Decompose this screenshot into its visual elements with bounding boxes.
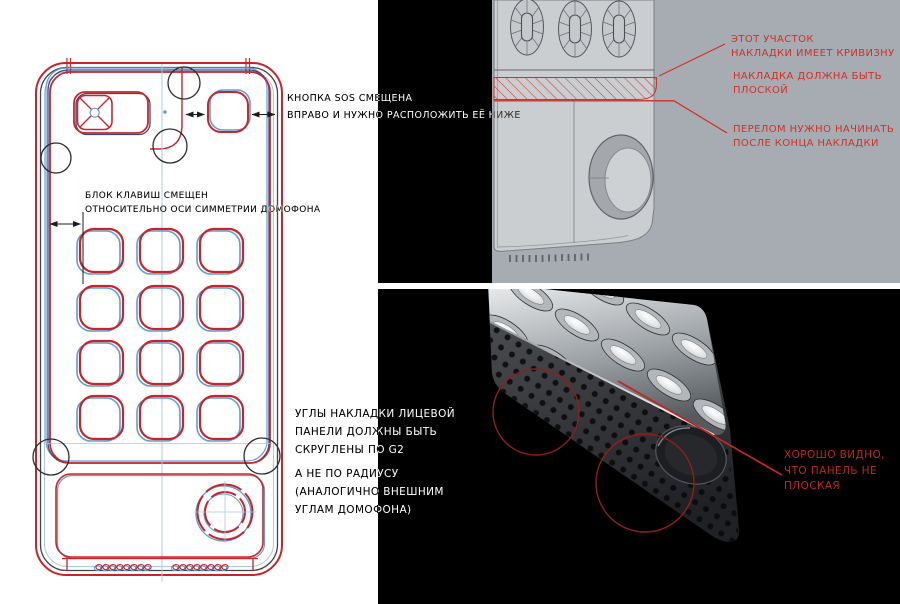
review-marks [492, 368, 783, 533]
keypad-key [75, 284, 125, 333]
keypad-key-wireframe [601, 0, 637, 58]
detail-circle [32, 438, 70, 476]
panel-render-dark [378, 289, 900, 604]
keypad-key [195, 284, 245, 333]
keypad-key [135, 284, 185, 333]
keypad-key [75, 339, 125, 388]
keypad-buttons-wireframe [509, 0, 637, 58]
faceplate-outline [45, 67, 271, 464]
lower-tray [55, 473, 266, 571]
faceplate-notch-edge [150, 67, 183, 150]
keypad-key [135, 394, 185, 443]
detail-callout-circles [32, 66, 281, 476]
keypad-key [135, 339, 185, 388]
intercom-render-angled [488, 289, 740, 542]
flatness-reference-line [617, 380, 783, 476]
cad-render-bottom-corner [492, 0, 900, 283]
curvature-markup [493, 43, 728, 134]
bottom-perforations [93, 563, 229, 572]
detail-circle [243, 437, 281, 475]
dark-render-angled [488, 289, 783, 542]
keypad-key [75, 227, 125, 276]
review-circle [595, 433, 695, 533]
panel-render-side [378, 0, 900, 283]
camera-lens [89, 107, 100, 118]
speaker-crosshair [194, 481, 256, 543]
speaker-circle [194, 481, 256, 543]
camera-module [73, 91, 151, 136]
dimension-marks [49, 111, 276, 284]
hatched-curvature-zone [493, 77, 657, 100]
center-dot [163, 110, 167, 114]
keypad-key [195, 394, 245, 443]
detail-circle [167, 66, 201, 100]
review-circle [492, 368, 580, 456]
panel-technical-drawing [0, 0, 378, 604]
detail-circle [152, 128, 188, 164]
symmetry-centerline [46, 64, 272, 582]
bottom-perforations-render [509, 253, 589, 262]
speaker-holes [490, 322, 739, 542]
keypad-key [135, 227, 185, 276]
keypad-grid [75, 227, 245, 443]
detail-circle [40, 142, 72, 174]
speaker-render [588, 134, 654, 220]
leader-line [658, 43, 728, 134]
sos-button [207, 89, 251, 133]
intercom-front-drawing [32, 58, 283, 582]
panel-separator [378, 283, 900, 289]
keypad-key [195, 227, 245, 276]
keypad-key [75, 394, 125, 443]
keypad-key-wireframe [557, 0, 593, 58]
keypad-key-wireframe [509, 0, 545, 56]
keypad-key [195, 339, 245, 388]
